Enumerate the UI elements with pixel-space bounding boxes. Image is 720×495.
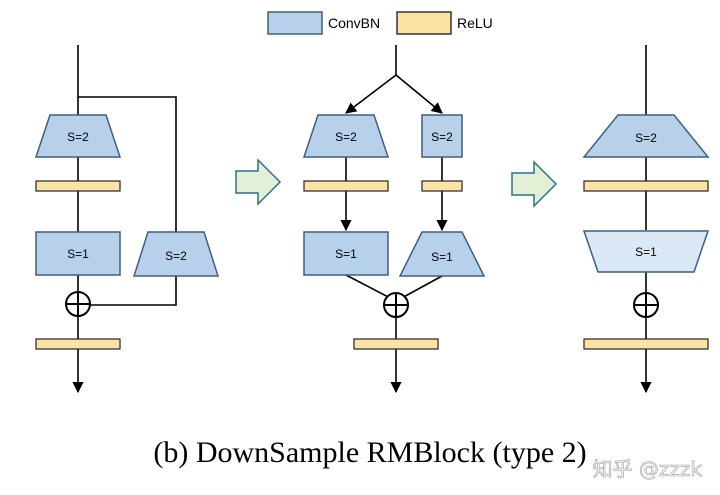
middle-right-mid-convbn <box>398 231 486 277</box>
figure-caption: (b) DownSample RMBlock (type 2) <box>153 436 586 469</box>
watermark: 知乎 @zzzk <box>593 457 703 481</box>
legend-convbn-swatch <box>267 11 323 35</box>
middle-left-relu <box>303 180 389 192</box>
middle-left-top-conv-label: S=2 <box>335 130 357 144</box>
left-final-relu <box>35 338 121 350</box>
right-relu-1 <box>583 180 709 192</box>
middle-left-mid-convbn <box>303 231 389 276</box>
right-add-icon <box>633 292 659 318</box>
left-add-icon <box>65 291 91 317</box>
middle-add-icon <box>383 292 409 318</box>
left-main-top-conv-label: S=2 <box>67 130 89 144</box>
transition-arrow-1-icon <box>235 158 282 206</box>
legend-relu-swatch <box>396 11 452 35</box>
middle-left-mid-conv-label: S=1 <box>335 247 357 261</box>
left-main-relu-1 <box>35 180 121 192</box>
left-main-mid-conv-label: S=1 <box>67 247 89 261</box>
legend-relu-label: ReLU <box>457 15 493 31</box>
middle-left-top-convbn <box>302 114 390 158</box>
transition-arrow-2-icon <box>511 160 558 208</box>
left-main-mid-convbn <box>35 231 121 276</box>
middle-right-top-convbn <box>421 114 463 158</box>
left-shortcut-conv-label: S=2 <box>165 249 187 263</box>
left-shortcut-convbn <box>132 231 220 277</box>
panel-left-blocks: S=2 S=1 S=2 <box>34 114 220 350</box>
left-main-top-convbn <box>34 114 122 158</box>
right-mid-convbn <box>582 230 710 273</box>
panel-right-blocks: S=2 S=1 <box>582 114 710 350</box>
right-final-relu <box>583 338 709 350</box>
middle-final-relu <box>353 338 439 350</box>
right-top-conv-label: S=2 <box>635 131 657 145</box>
legend: ConvBN ReLU <box>267 11 493 35</box>
right-mid-conv-label: S=1 <box>635 245 657 259</box>
middle-right-relu <box>421 180 463 192</box>
right-top-convbn <box>582 114 710 158</box>
middle-right-mid-conv-label: S=1 <box>431 250 453 264</box>
legend-convbn-label: ConvBN <box>328 15 380 31</box>
panel-middle <box>340 45 448 394</box>
middle-right-top-conv-label: S=2 <box>431 130 453 144</box>
panel-left <box>72 45 177 394</box>
panel-middle-blocks: S=2 S=2 S=1 S=1 <box>302 114 486 350</box>
